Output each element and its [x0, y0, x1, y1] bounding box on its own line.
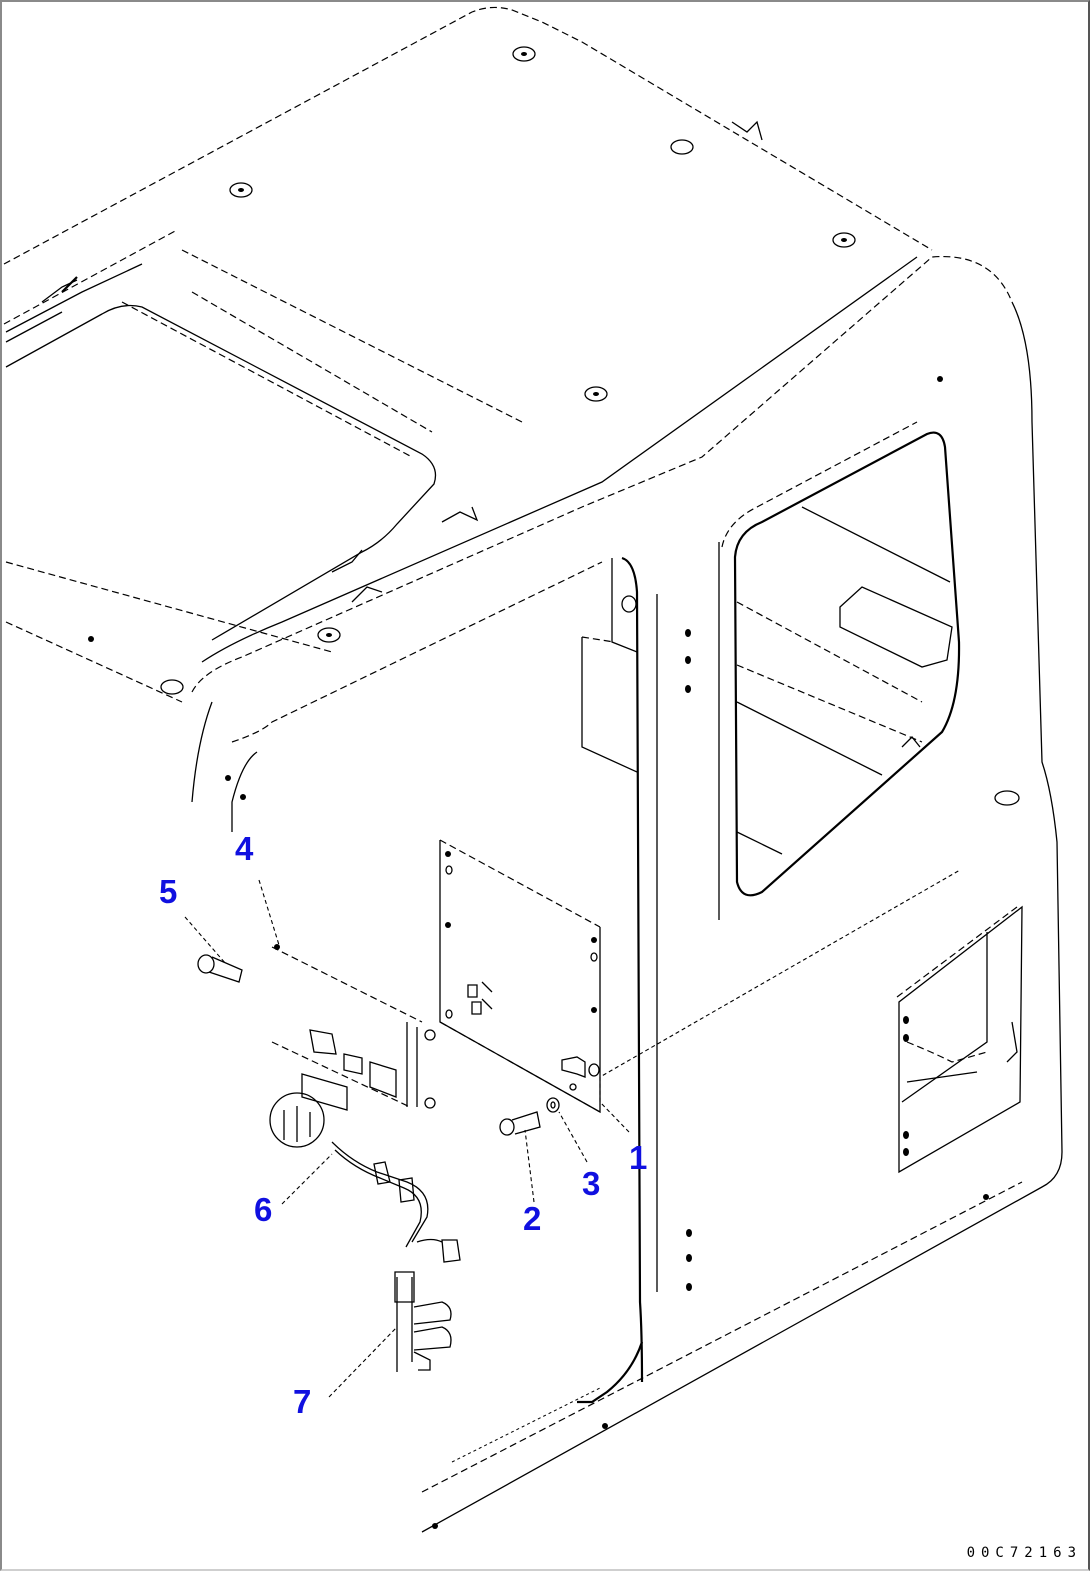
- part-3-washer: [546, 1097, 560, 1113]
- side-window: [721, 421, 961, 897]
- callout-7[interactable]: 7: [293, 1383, 312, 1420]
- callout-4[interactable]: 4: [235, 830, 254, 867]
- rear-access-opening: [896, 905, 1023, 1174]
- callout-2[interactable]: 2: [523, 1200, 542, 1237]
- cab-side-body: [88, 301, 1063, 1533]
- drawing-reference-code: 00C72163: [966, 1545, 1082, 1561]
- part-6-harness: [331, 1141, 461, 1263]
- callout-3[interactable]: 3: [582, 1165, 601, 1202]
- part-2-bolt: [499, 1111, 541, 1136]
- part-4-controller: [269, 944, 436, 1148]
- leader-lines: [184, 869, 961, 1398]
- callout-5[interactable]: 5: [159, 873, 178, 910]
- callout-6[interactable]: 6: [254, 1191, 273, 1228]
- cab-roof: [3, 6, 1020, 806]
- part-5-bolt: [197, 954, 243, 983]
- part-1-mounting-panel: [439, 839, 601, 1114]
- callout-1[interactable]: 1: [629, 1139, 648, 1176]
- part-7-harness: [394, 1271, 452, 1372]
